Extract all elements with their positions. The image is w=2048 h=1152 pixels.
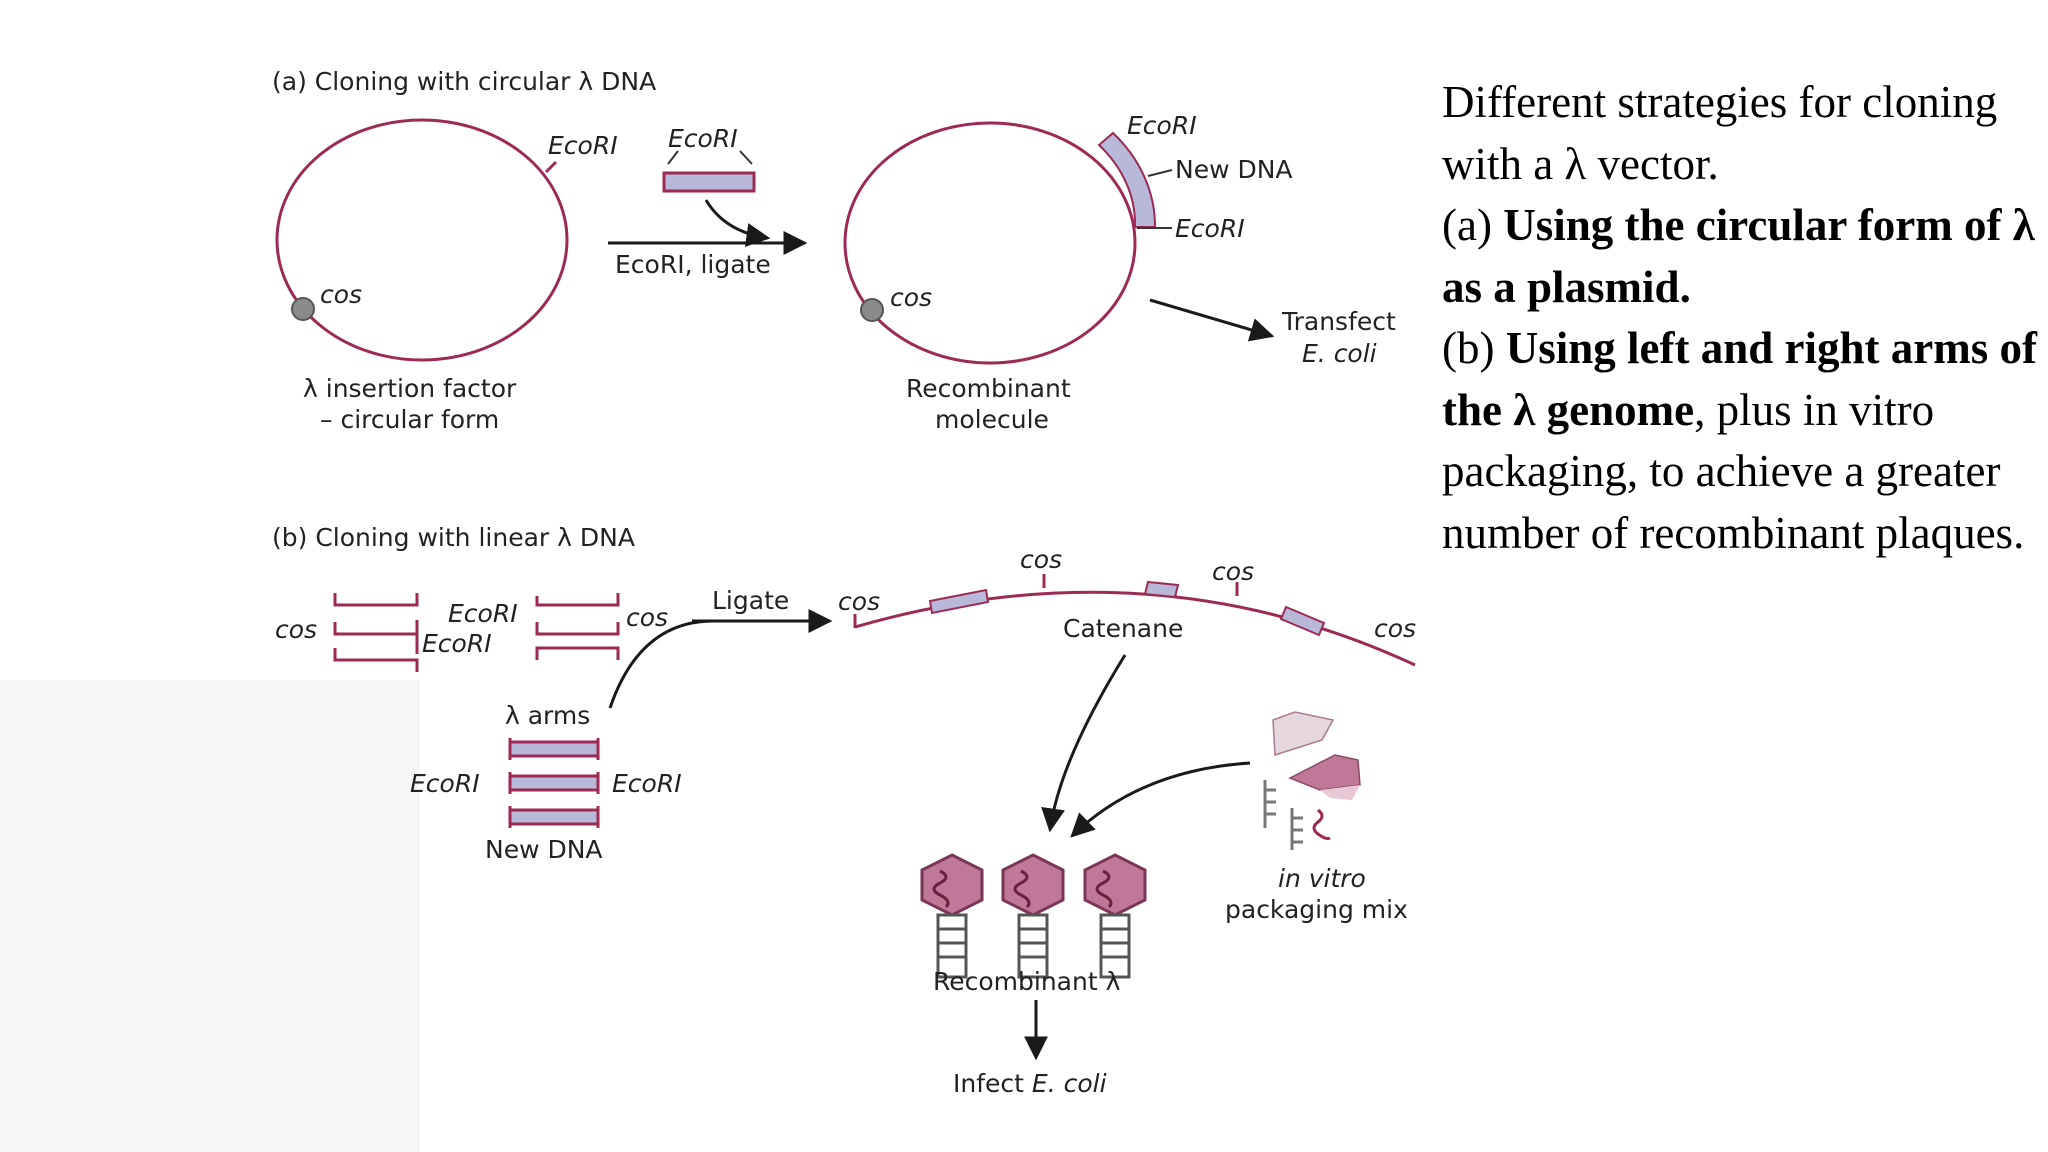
ecori-ligate-label: EcoRI, ligate	[615, 250, 771, 279]
phage-2	[1001, 853, 1065, 979]
cos-arm-right-label: cos	[626, 603, 668, 632]
catenane-inserts	[928, 580, 1326, 637]
infect-organism: E. coli	[1032, 1069, 1107, 1098]
circular-lambda-vector	[275, 118, 569, 362]
recomb-ecori-top: EcoRI	[1127, 111, 1197, 140]
cos-label-left: cos	[320, 280, 362, 309]
caption-b-prefix: (b)	[1442, 323, 1506, 373]
new-dna-inserts	[508, 740, 600, 826]
recombinant-lambda-label: Recombinant λ	[933, 967, 1121, 996]
vector-label-line2: – circular form	[320, 405, 499, 434]
lambda-arms-label: λ arms	[505, 701, 590, 730]
ecori-arm-upper-label: EcoRI	[448, 599, 518, 628]
ecori-tick	[544, 160, 558, 174]
ecori-arm-lower-label: EcoRI	[422, 629, 492, 658]
recomb-ecori-bottom: EcoRI	[1175, 214, 1245, 243]
caption-text: Different strategies for cloning with a …	[1442, 72, 2042, 564]
catenane-cos-label-1: cos	[838, 587, 880, 616]
background-panel	[0, 680, 420, 1152]
caption-a-prefix: (a)	[1442, 200, 1504, 250]
insert-arrow	[704, 199, 771, 247]
insert-ecori-line-left	[667, 150, 679, 165]
cos-label-right: cos	[890, 283, 932, 312]
cos-site-marker	[291, 297, 315, 321]
recombinant-molecule-circle	[843, 121, 1137, 365]
insert-dna-fragment	[662, 171, 756, 193]
ecori-insert-right-label: EcoRI	[612, 769, 682, 798]
arms-to-ligate-curve	[608, 619, 716, 709]
catenane-label: Catenane	[1063, 614, 1183, 643]
phage-3	[1083, 853, 1147, 979]
new-dna-b-label: New DNA	[485, 835, 603, 864]
packaging-mix-icon	[1263, 711, 1361, 850]
catenane-cos-label-2: cos	[1020, 545, 1062, 574]
caption-intro: Different strategies for cloning with a …	[1442, 77, 1998, 189]
panel-b-title: (b) Cloning with linear λ DNA	[272, 523, 635, 552]
left-arms	[333, 593, 419, 672]
packaging-to-phage-arrow	[1070, 761, 1251, 838]
insert-ecori-label: EcoRI	[668, 124, 738, 153]
recomb-label-line1: Recombinant	[906, 374, 1071, 403]
invitro-label-line2: packaging mix	[1225, 895, 1408, 924]
invitro-label-line1: in vitro	[1278, 864, 1366, 893]
transfect-arrow	[1149, 298, 1275, 342]
infect-prefix: Infect	[953, 1069, 1032, 1098]
transfect-label-line1: Transfect	[1281, 307, 1396, 336]
new-dna-label: New DNA	[1175, 155, 1293, 184]
vector-label-line1: λ insertion factor	[303, 374, 517, 403]
new-dna-pointer	[1147, 169, 1173, 177]
new-dna-insert-brackets	[508, 738, 600, 828]
ecori-site-label: EcoRI	[548, 131, 618, 160]
ligate-label: Ligate	[712, 586, 789, 615]
insert-ecori-line-right	[739, 150, 753, 165]
phage-1	[920, 853, 984, 979]
caption-a-bold: Using the circular form of λ as a plasmi…	[1442, 200, 2035, 312]
right-arms	[535, 593, 620, 660]
caption-b-bold: Using left and right arms of the λ genom…	[1442, 323, 2037, 435]
transfect-label-line2: E. coli	[1302, 339, 1377, 368]
recomb-label-line2: molecule	[935, 405, 1049, 434]
cos-arm-left-label: cos	[275, 615, 317, 644]
catenane-cos-label-4: cos	[1374, 614, 1416, 643]
infect-label: Infect E. coli	[953, 1069, 1107, 1098]
caption-b-rest: , plus in vitro packaging, to achieve a …	[1442, 384, 2025, 558]
panel-a-title: (a) Cloning with circular λ DNA	[272, 67, 656, 96]
new-dna-insert-arc	[1097, 131, 1157, 228]
ecori-insert-left-label: EcoRI	[410, 769, 480, 798]
catenane-to-phage-arrow	[1041, 654, 1127, 833]
cos-site-marker-right	[860, 298, 884, 322]
catenane-cos-label-3: cos	[1212, 557, 1254, 586]
